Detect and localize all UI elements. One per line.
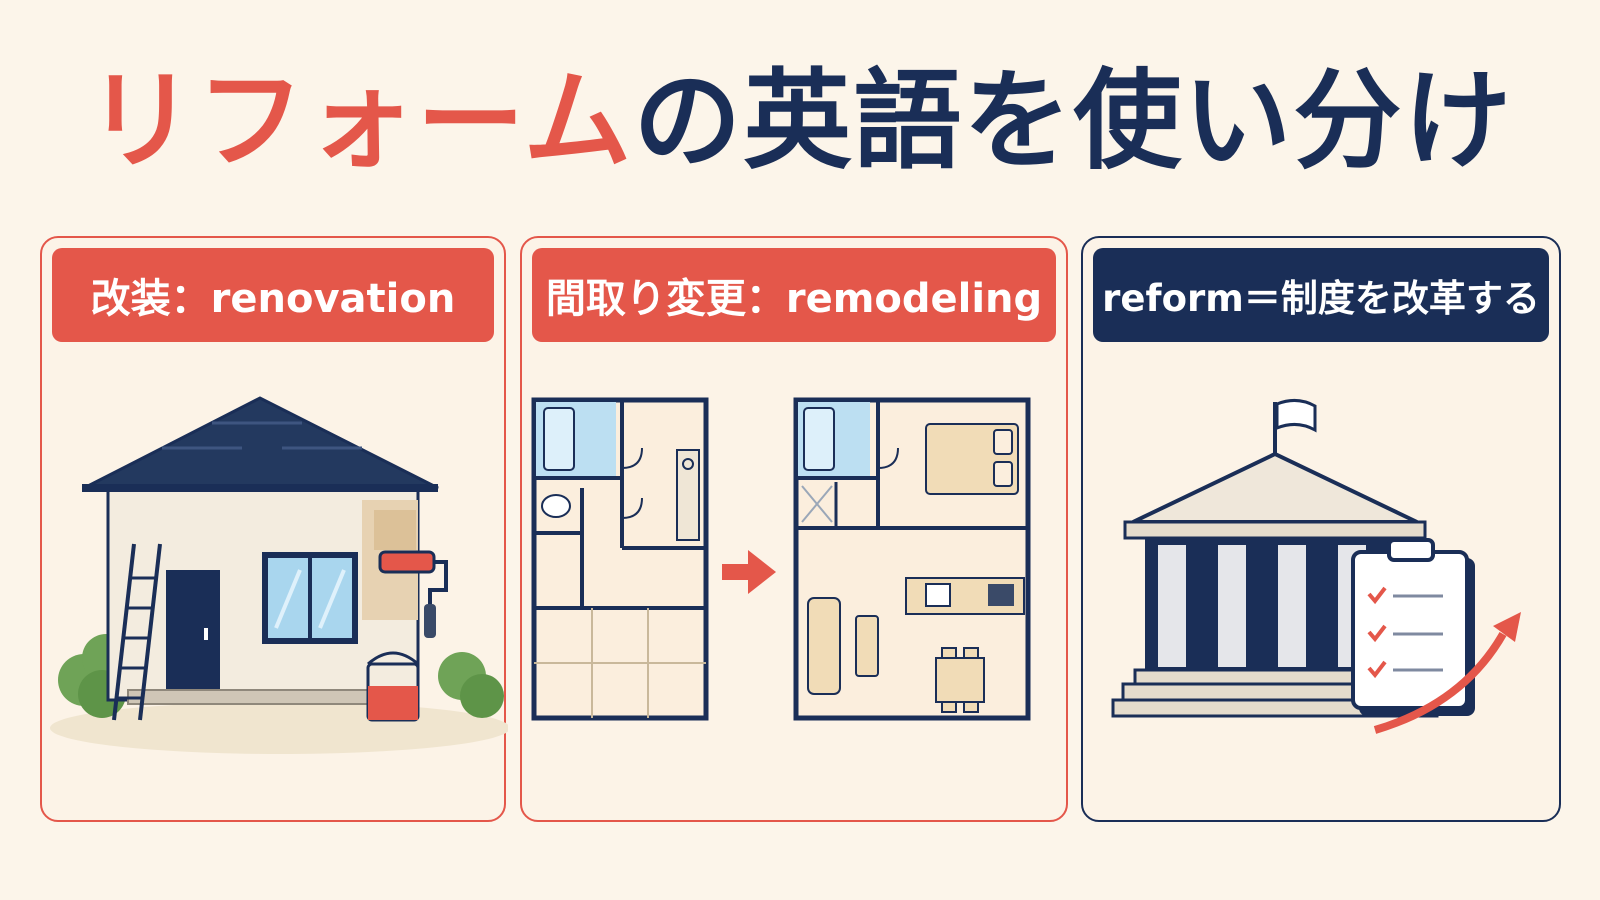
label-renovation: 改装：renovation <box>52 248 494 342</box>
title-rest: の英語を使い分け <box>633 59 1514 184</box>
title-accent: リフォーム <box>86 59 634 184</box>
floor-plan-before-after-icon <box>531 397 1031 721</box>
panel-reform: reform＝制度を改革する <box>1081 236 1561 822</box>
label-remodeling: 間取り変更：remodeling <box>532 248 1056 342</box>
label-reform: reform＝制度を改革する <box>1093 248 1549 342</box>
government-building-checklist-icon <box>1111 399 1521 734</box>
panel-renovation: 改装：renovation <box>40 236 508 822</box>
house-renovation-icon <box>50 396 508 754</box>
panel-remodeling: 間取り変更：remodeling <box>520 236 1068 822</box>
page-title: リフォームの英語を使い分け <box>0 62 1600 182</box>
